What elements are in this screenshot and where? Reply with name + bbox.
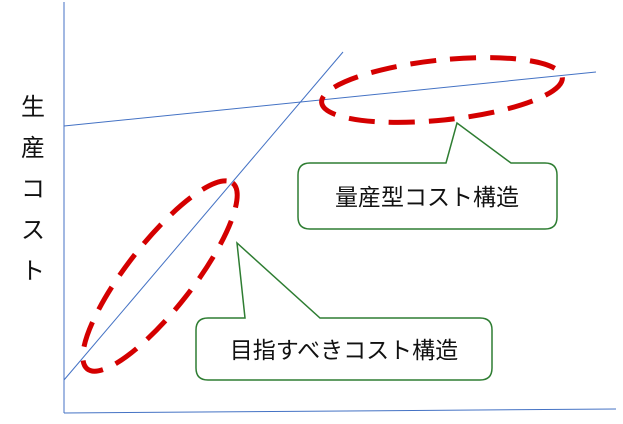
y-axis-label-char: 産 [21,134,45,162]
y-axis-label-char: コ [21,175,45,203]
y-axis-label-char: 生 [21,93,45,121]
target-callout-text: 目指すべきコスト構造 [230,338,458,364]
mass-production-ellipse [319,55,565,125]
x-axis [63,408,617,414]
target-cost-line [63,51,344,381]
y-axis-label-char: ス [21,216,45,244]
target-ellipse [80,178,240,374]
mass-production-callout: 量産型コスト構造 [297,121,558,230]
y-axis-label-char: ト [21,257,45,285]
mass-production-callout-text: 量産型コスト構造 [335,185,519,211]
target-callout: 目指すべきコスト構造 [195,241,493,381]
y-axis-label: 生 産 コ ス ト [21,93,45,285]
mass-production-cost-line [63,71,597,127]
